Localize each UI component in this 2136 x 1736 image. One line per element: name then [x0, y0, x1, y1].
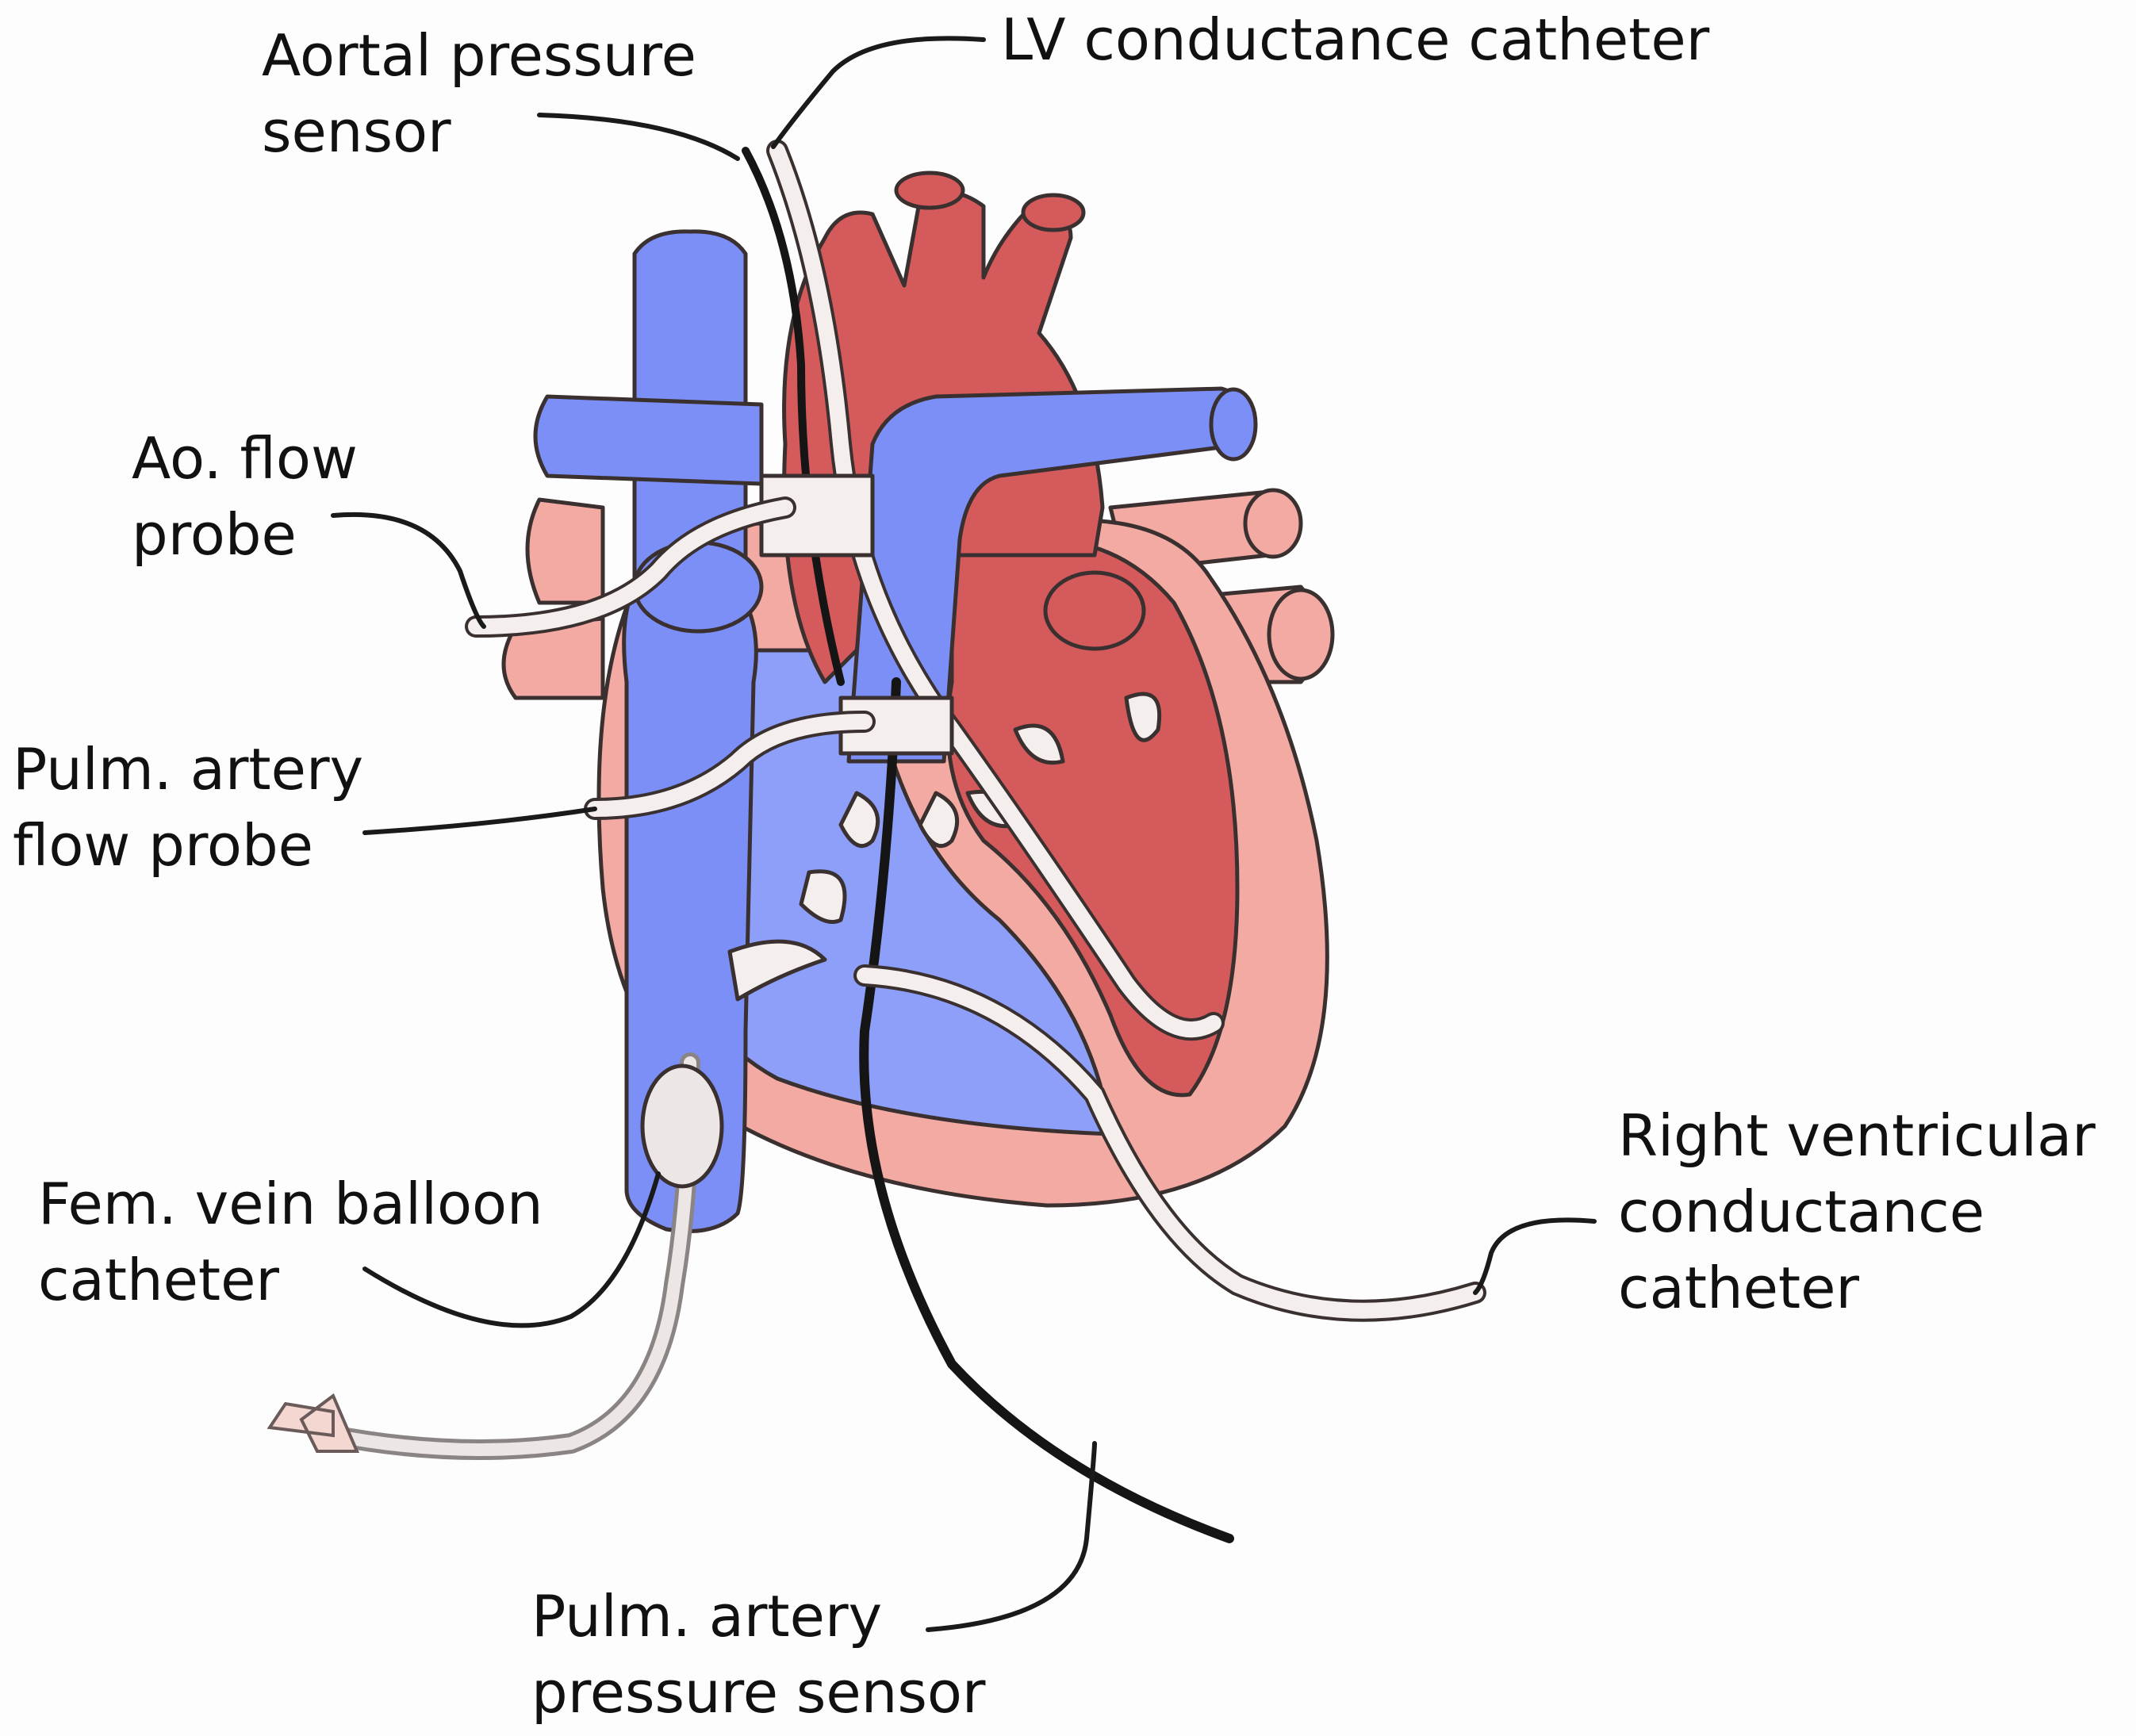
pulm-artery-pressure-wire [859, 677, 1234, 1543]
leader-lines [331, 36, 1597, 1632]
leader-fem-vein [362, 1171, 661, 1328]
leader-pulm-pressure [926, 1441, 1097, 1632]
label-lv-conductance-catheter: LV conductance catheter [1001, 6, 1710, 73]
leader-rv-conductance [1473, 1217, 1597, 1295]
left-atrium-opening [1043, 570, 1146, 651]
label-pulm-artery-flow-probe: Pulm. artery flow probe [13, 736, 364, 879]
leader-pulm-flow-probe [362, 807, 597, 835]
label-right-ventricular-conductance-catheter: Right ventricular conductance catheter [1618, 1102, 2096, 1321]
catheter-illustration [267, 140, 1486, 1543]
aortal-pressure-sensor-wire [742, 147, 845, 686]
flow-probe-illustration [465, 473, 954, 820]
label-aortal-pressure-sensor: Aortal pressure sensor [262, 22, 696, 165]
label-ao-flow-probe: Ao. flow probe [132, 425, 358, 568]
leader-ao-flow-probe [331, 512, 486, 629]
leader-lv-conductance [771, 36, 986, 149]
balloon [640, 1063, 724, 1189]
label-pulm-artery-pressure-sensor: Pulm. artery pressure sensor [531, 1583, 986, 1726]
leader-aortal-pressure [537, 113, 740, 161]
ao-flow-probe-band [759, 473, 875, 558]
heart-icon [501, 171, 1335, 1233]
label-fem-vein-balloon-catheter: Fem. vein balloon catheter [38, 1171, 543, 1313]
left-ventricle [945, 537, 1240, 1098]
